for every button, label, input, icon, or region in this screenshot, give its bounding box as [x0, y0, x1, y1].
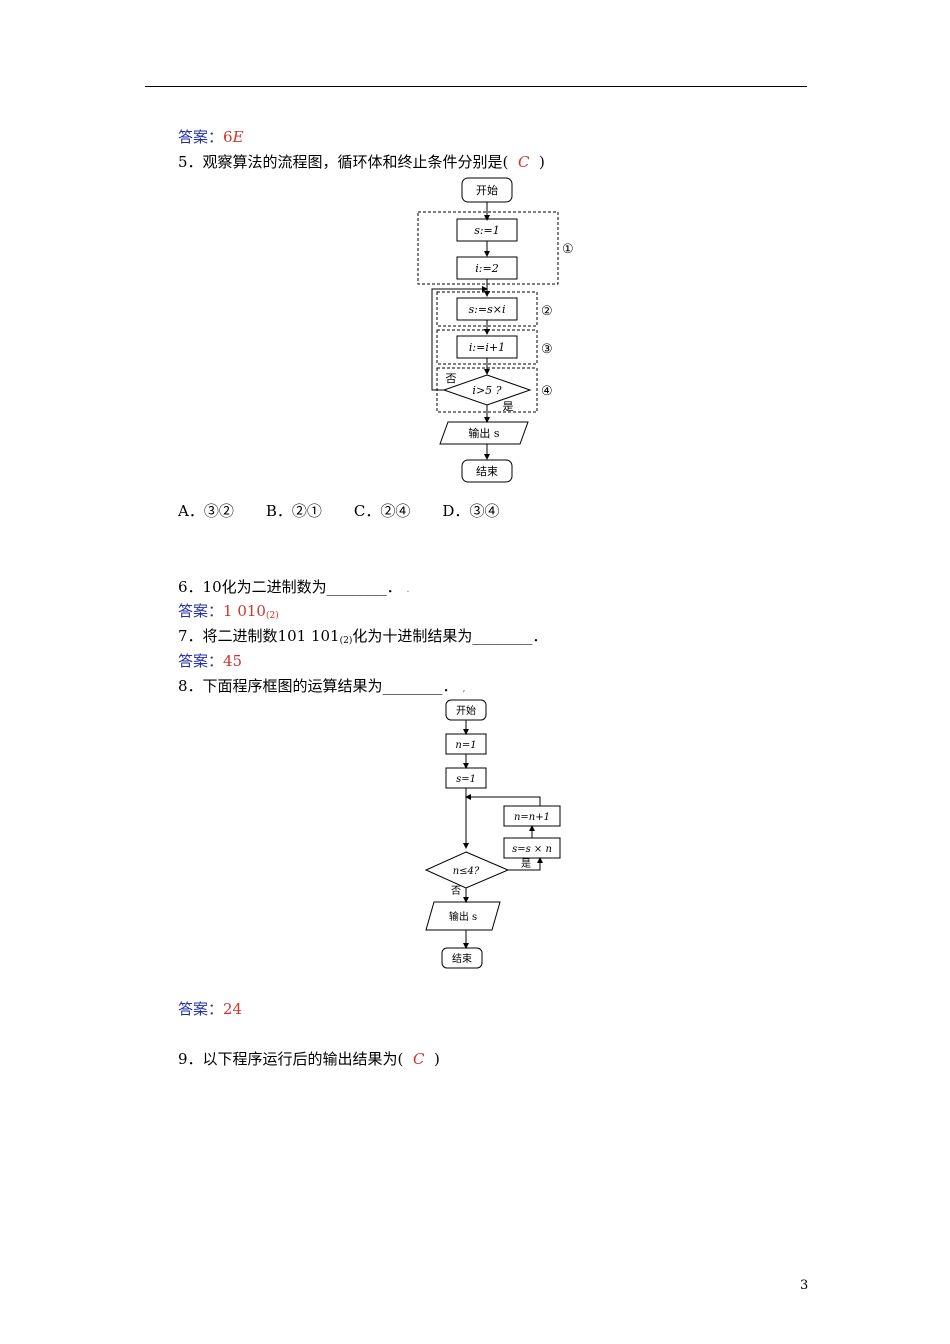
q5-choice-c: C．②④ — [353, 502, 411, 520]
q5-choice-b: B．②① — [265, 502, 322, 520]
q5-choice-a: A．③② — [178, 502, 234, 520]
q8-n-update-label: n=n+1 — [514, 812, 550, 823]
q5-yes-label: 是 — [503, 400, 514, 413]
q5-group-2 — [436, 291, 538, 327]
q8-end-label: 结束 — [452, 952, 472, 965]
q8-start-label: 开始 — [456, 704, 476, 717]
q6-answer: 答案：1 010(2) — [178, 602, 279, 621]
q7-answer: 答案：45 — [178, 652, 243, 670]
q6-question: 6．10化为二进制数为________． . — [178, 578, 410, 596]
q5-s-update-label: s:=s×i — [469, 303, 506, 316]
q8-s-update-label: s=s × n — [512, 844, 552, 855]
q8-n-update-box — [503, 805, 561, 827]
q9-question: 9．以下程序运行后的输出结果为( C ) — [178, 1050, 440, 1068]
q8-n-init-label: n=1 — [455, 740, 476, 751]
q5-group-1 — [417, 211, 559, 285]
header-rule — [145, 86, 807, 87]
q5-output-box — [439, 421, 529, 445]
q5-end-label: 结束 — [476, 465, 498, 478]
q5-choice-d: D．③④ — [442, 502, 500, 520]
q8-s-init-label: s=1 — [456, 774, 476, 785]
q8-cond-label: n≤4? — [453, 866, 480, 877]
q5-question: 5．观察算法的流程图，循环体和终止条件分别是( C ) — [178, 153, 545, 171]
q5-end-box — [461, 459, 513, 483]
q5-output-label: 输出 s — [468, 426, 499, 440]
q5-s-init-label: s:=1 — [474, 224, 500, 237]
q8-output-label: 输出 s — [449, 910, 477, 923]
q5-flowchart: 开始 s:=1 i:=2 s:=s×i i:=i+1 i>5 ? 输出 s 结束… — [417, 177, 574, 483]
q5-start-label: 开始 — [476, 183, 498, 197]
q8-question: 8．下面程序框图的运算结果为________． , — [178, 677, 466, 695]
q5-mark-1: ① — [562, 242, 574, 257]
q5-mark-4: ④ — [541, 384, 553, 399]
q4-answer: 答案：6E — [178, 128, 244, 146]
q5-no-label: 否 — [446, 372, 457, 385]
q5-choices: A．③② B．②① C．②④ D．③④ — [178, 501, 531, 521]
q8-end-box — [441, 947, 483, 969]
q8-yes-label: 是 — [521, 858, 531, 870]
q5-i-update-label: i:=i+1 — [469, 341, 505, 354]
q8-flowchart: 开始 n=1 s=1 n=n+1 s=s × n n≤4? 是 否 输出 s 结… — [424, 699, 561, 969]
q8-no-label: 否 — [451, 885, 461, 897]
q8-output-box — [425, 901, 501, 931]
page-number: 3 — [800, 1278, 809, 1293]
q7-question: 7．将二进制数101 101(2)化为十进制结果为________． — [178, 627, 548, 646]
q5-cond-label: i>5 ? — [472, 384, 501, 397]
q5-mark-2: ② — [541, 304, 553, 319]
q5-group-3 — [436, 329, 538, 365]
q5-mark-3: ③ — [541, 342, 553, 357]
q5-i-init-label: i:=2 — [475, 262, 498, 275]
q8-answer: 答案：24 — [178, 1000, 243, 1018]
